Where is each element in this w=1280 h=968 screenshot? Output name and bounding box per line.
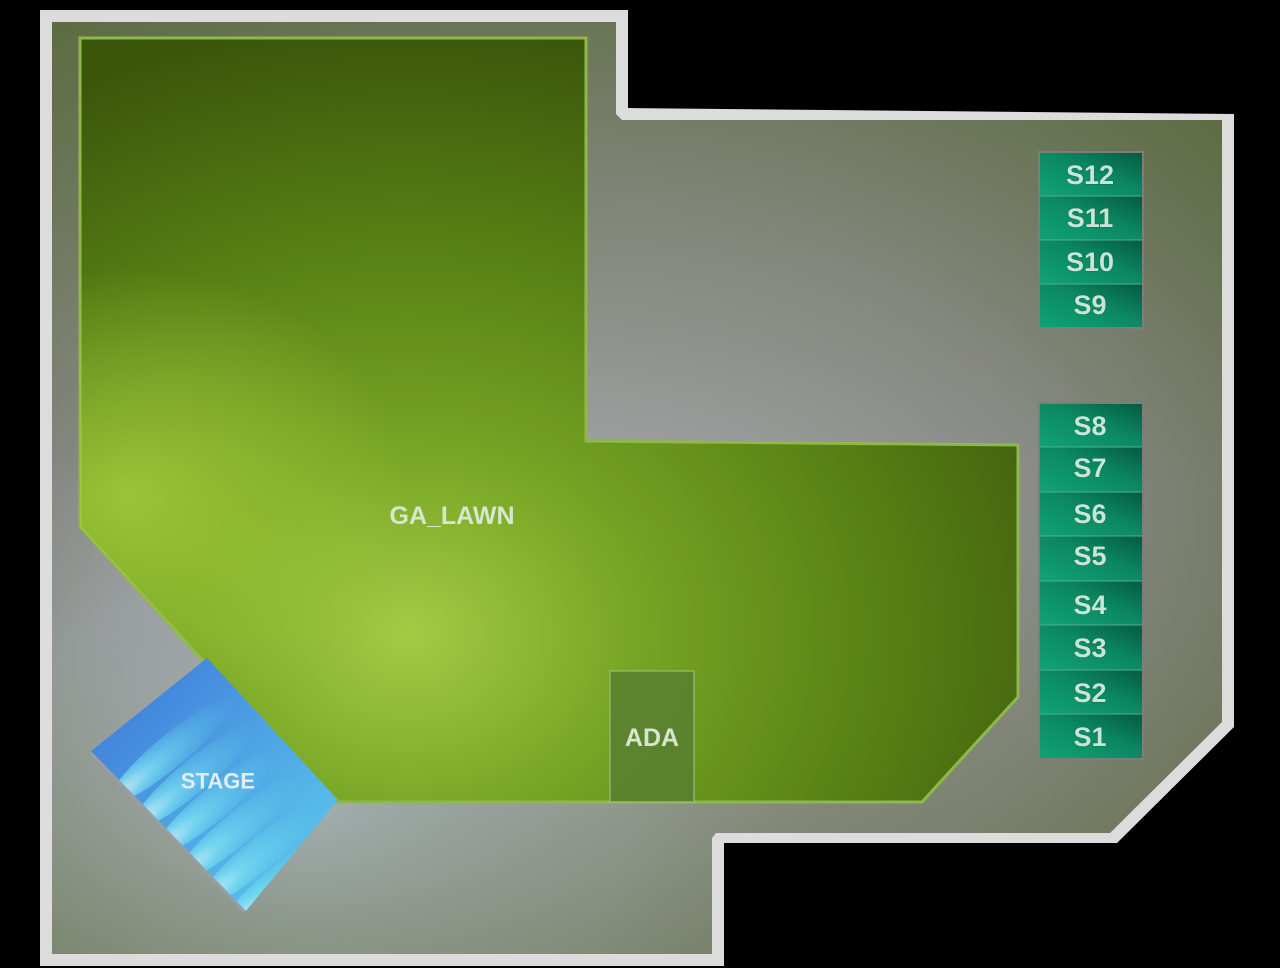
section-S1[interactable]: S1 bbox=[1040, 714, 1142, 758]
section-label: S3 bbox=[1073, 633, 1106, 663]
ada-shape[interactable] bbox=[609, 670, 695, 803]
ada-area[interactable]: ADA bbox=[609, 670, 695, 803]
section-S4[interactable]: S4 bbox=[1040, 581, 1142, 625]
section-label: S11 bbox=[1067, 203, 1114, 233]
section-S3[interactable]: S3 bbox=[1040, 625, 1142, 670]
section-S11[interactable]: S11 bbox=[1040, 196, 1142, 240]
section-S2[interactable]: S2 bbox=[1040, 670, 1142, 714]
section-S5[interactable]: S5 bbox=[1040, 536, 1142, 581]
section-label: S5 bbox=[1073, 541, 1106, 571]
section-block-upper: S12 S11 S10 S9 bbox=[1038, 151, 1144, 329]
ga-lawn-area[interactable]: GA_LAWN bbox=[78, 36, 1020, 804]
section-S8[interactable]: S8 bbox=[1040, 404, 1142, 447]
section-S7[interactable]: S7 bbox=[1040, 447, 1142, 492]
stage-label: STAGE bbox=[181, 769, 255, 794]
section-S10[interactable]: S10 bbox=[1040, 240, 1142, 284]
section-label: S12 bbox=[1066, 160, 1114, 190]
section-label: S7 bbox=[1073, 453, 1106, 483]
ada-label: ADA bbox=[625, 724, 679, 752]
section-label: S6 bbox=[1073, 499, 1106, 529]
stage-front-edge bbox=[88, 750, 247, 914]
section-S9[interactable]: S9 bbox=[1040, 284, 1142, 327]
section-label: S4 bbox=[1073, 590, 1106, 620]
section-label: S10 bbox=[1066, 247, 1114, 277]
section-label: S2 bbox=[1073, 678, 1106, 708]
ga-lawn-label: GA_LAWN bbox=[390, 502, 515, 530]
ga-lawn-glow bbox=[80, 38, 1018, 802]
section-S12[interactable]: S12 bbox=[1040, 153, 1142, 196]
section-label: S8 bbox=[1073, 411, 1106, 441]
section-block-lower: S8 S7 S6 S5 S4 S3 S2 S1 bbox=[1038, 402, 1144, 760]
section-label: S9 bbox=[1073, 290, 1106, 320]
section-S6[interactable]: S6 bbox=[1040, 492, 1142, 536]
section-label: S1 bbox=[1073, 722, 1106, 752]
